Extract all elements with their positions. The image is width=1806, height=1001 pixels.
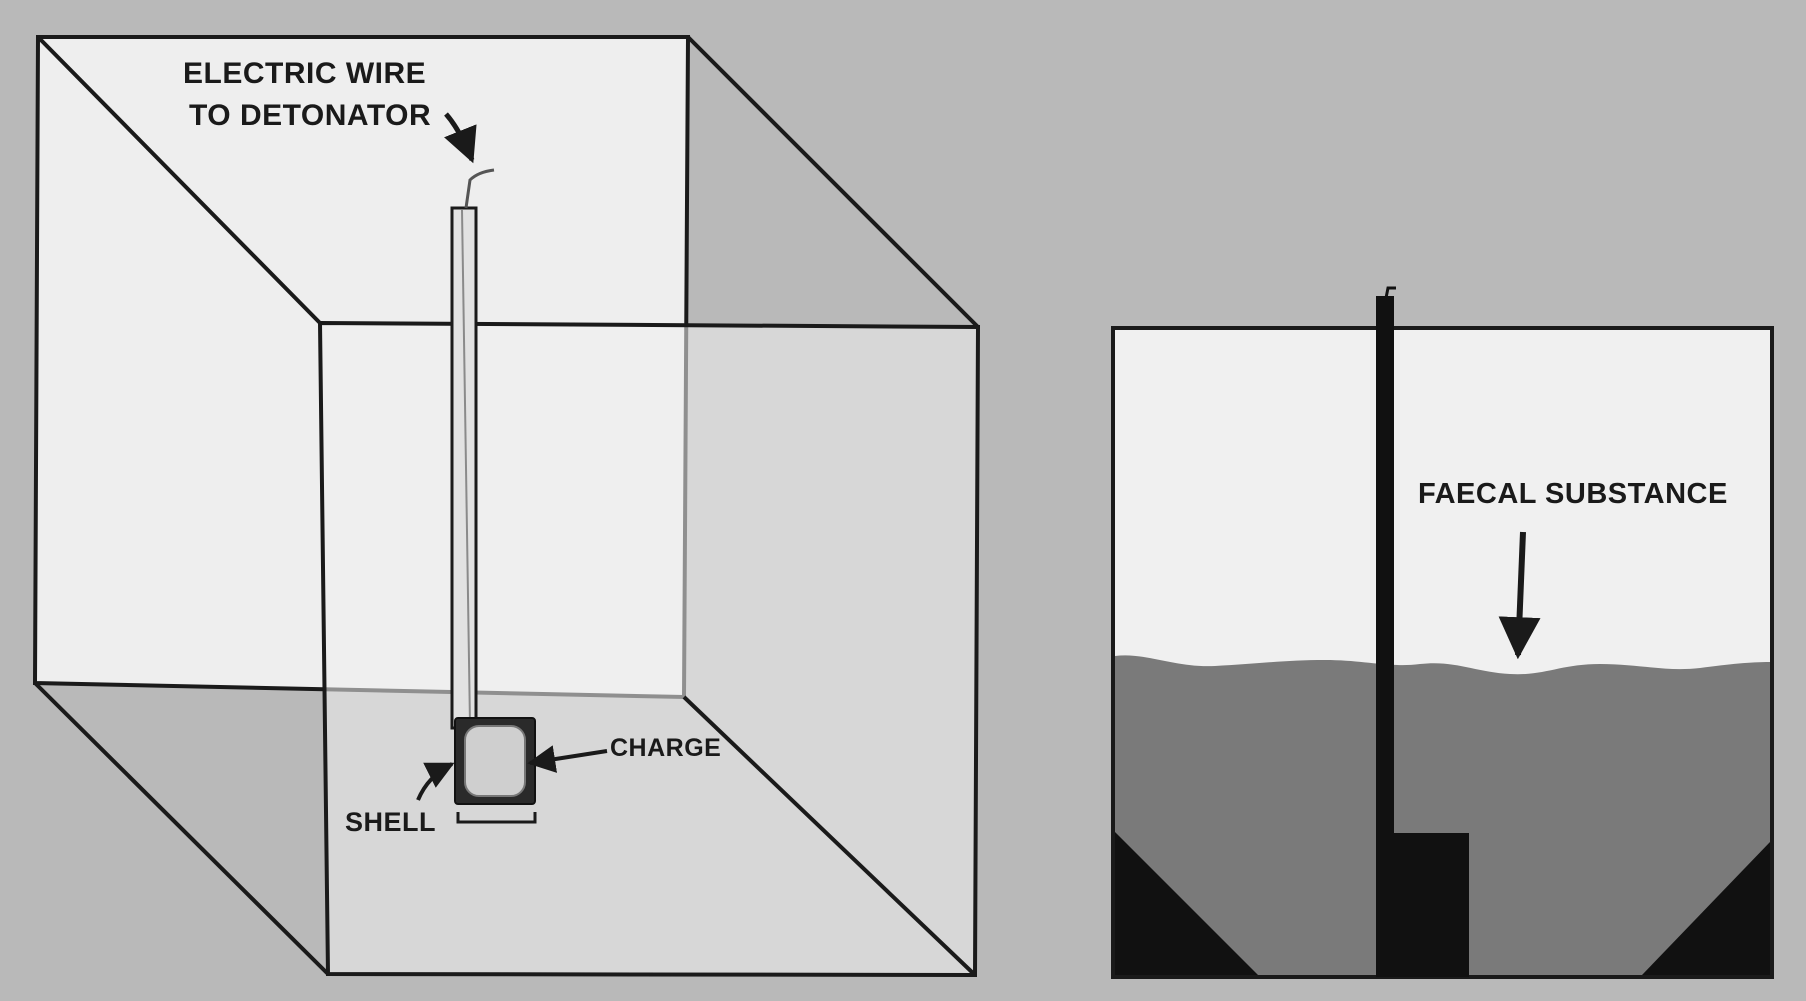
- faecal-substance-fill: [1115, 655, 1770, 975]
- section-wire-tip: [1384, 286, 1396, 299]
- label-charge: CHARGE: [610, 734, 721, 762]
- shell-and-charge: [454, 717, 537, 824]
- cross-section-view: FAECAL SUBSTANCE: [1111, 286, 1774, 979]
- label-shell: SHELL: [345, 807, 436, 837]
- label-faecal-substance: FAECAL SUBSTANCE: [1418, 478, 1728, 510]
- charge-arrow: [527, 745, 608, 773]
- shell-bracket: [456, 812, 537, 824]
- label-electric-wire-line2: TO DETONATOR: [189, 99, 431, 132]
- wire-tip: [464, 168, 495, 209]
- cube-front-face: [317, 320, 981, 978]
- charge: [464, 725, 526, 797]
- right-corner-support: [1642, 842, 1770, 975]
- detonator-pipe: [450, 168, 495, 730]
- substance-arrow: [1498, 531, 1541, 660]
- label-electric-wire-line1: ELECTRIC WIRE: [183, 57, 426, 90]
- cube-edge-bottom-right: [682, 695, 977, 977]
- cube-edge-bottom-left: [33, 681, 330, 976]
- section-pipe: [1376, 296, 1394, 977]
- left-corner-support: [1115, 832, 1258, 975]
- wire-arrow: [444, 112, 477, 164]
- shell-arrow: [416, 762, 455, 801]
- section-charge-block: [1376, 833, 1469, 977]
- cube-edge-top-left: [36, 35, 322, 325]
- cube-perspective-view: ELECTRIC WIRE TO DETONATOR CHARGE SHELL: [32, 35, 981, 978]
- cube-edge-top-right: [686, 35, 980, 329]
